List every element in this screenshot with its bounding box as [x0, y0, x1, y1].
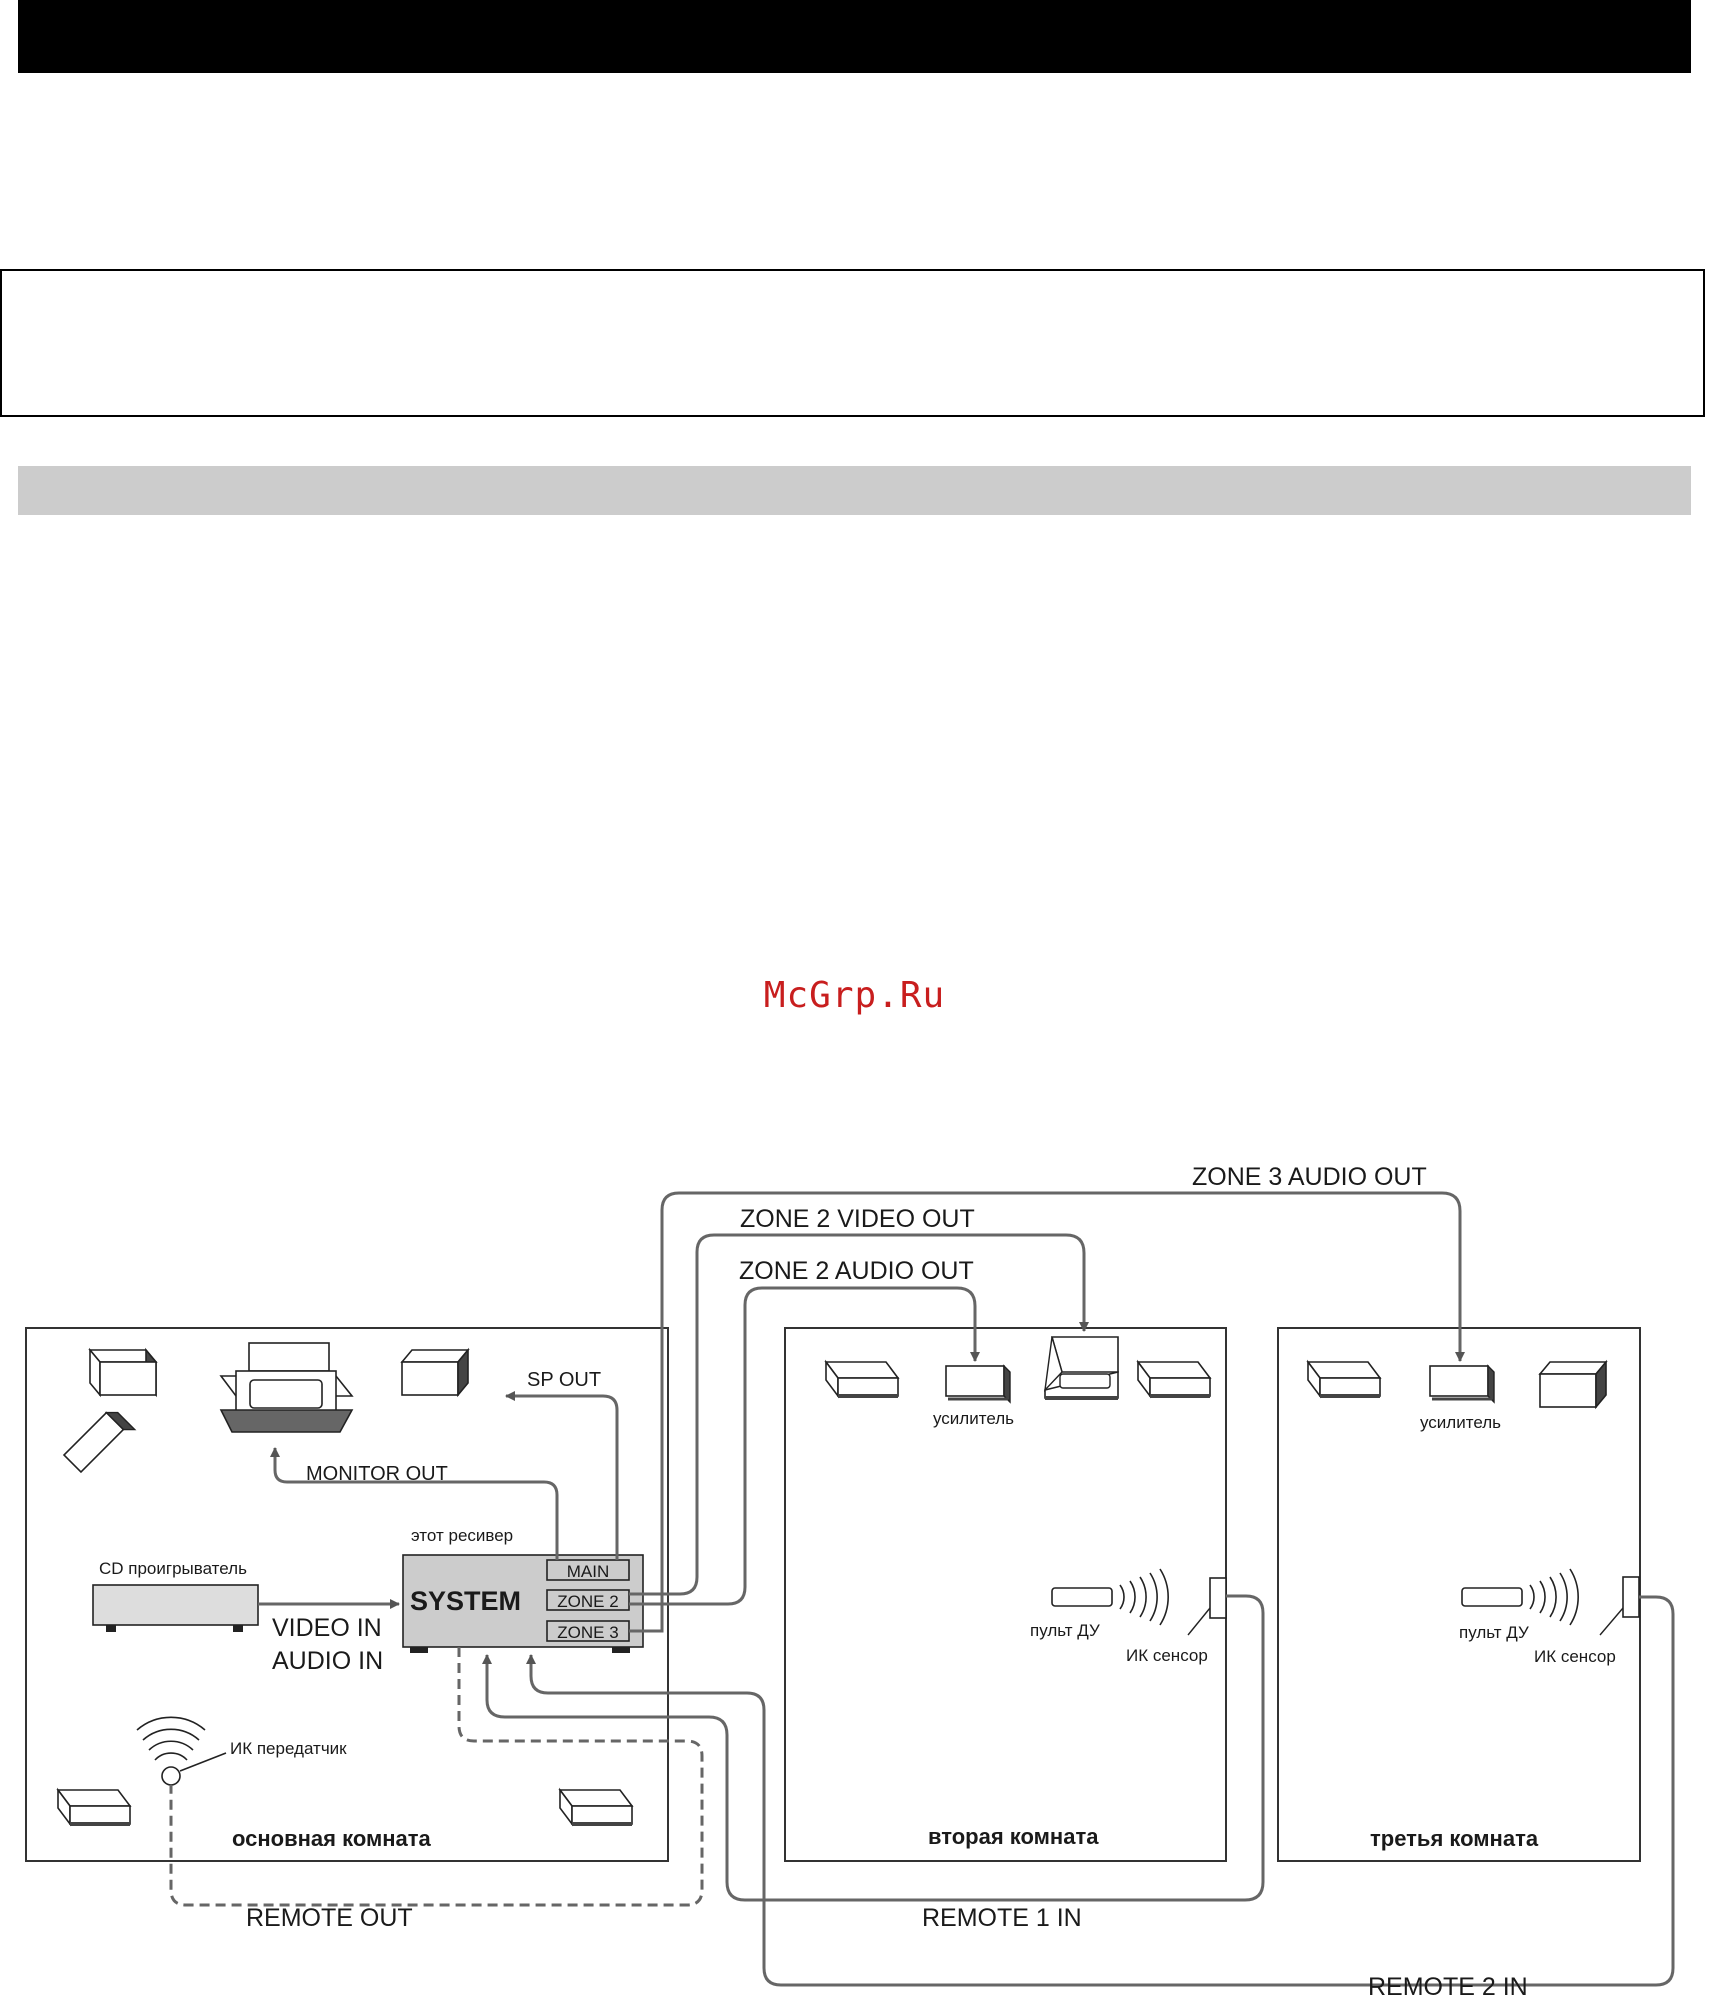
sp-out-cable: [505, 1391, 619, 1560]
ir-transmitter-icon: [136, 1716, 227, 1786]
remote-out-cable: [169, 1647, 704, 1907]
ir-sensor-label-2: ИК сенсор: [1126, 1646, 1208, 1665]
ir-sensor-label-3: ИК сенсор: [1534, 1647, 1616, 1666]
zone2-audio-cable: [629, 1286, 980, 1606]
watermark: McGrp.Ru: [763, 975, 946, 1016]
zone2-label: ZONE 2: [557, 1592, 618, 1611]
zone2-video-out-label: ZONE 2 VIDEO OUT: [740, 1205, 975, 1233]
remote-control-label-3: пульт ДУ: [1459, 1623, 1529, 1642]
speaker-icon: [56, 1788, 132, 1826]
third-room-label: третья комната: [1370, 1826, 1539, 1851]
amplifier-icon: [1428, 1364, 1496, 1404]
note-box: [0, 269, 1705, 417]
remote-out-label: REMOTE OUT: [246, 1904, 413, 1932]
this-receiver-label: этот ресивер: [411, 1526, 513, 1545]
remote-control-icon: [1461, 1568, 1579, 1626]
amplifier-icon: [944, 1364, 1012, 1404]
second-room-label: вторая комната: [928, 1824, 1099, 1849]
monitor-out-label: MONITOR OUT: [306, 1463, 448, 1485]
tv-icon: [219, 1342, 354, 1433]
ir-transmitter-label: ИК передатчик: [230, 1739, 347, 1758]
main-room-label: основная комната: [232, 1826, 432, 1851]
zone3-audio-out-label: ZONE 3 AUDIO OUT: [1192, 1163, 1427, 1191]
cd-player-icon: [92, 1584, 259, 1632]
speaker-icon: [824, 1360, 900, 1398]
audio-in-label: AUDIO IN: [272, 1647, 383, 1675]
system-label: SYSTEM: [410, 1586, 521, 1616]
speaker-icon: [401, 1349, 469, 1396]
remote-2-in-cable: [526, 1595, 1675, 1987]
third-room-box: [1277, 1327, 1641, 1862]
second-room-box: [784, 1327, 1227, 1862]
zone3-label: ZONE 3: [557, 1623, 618, 1642]
speaker-icon: [1306, 1360, 1382, 1398]
tv-icon: [1044, 1336, 1119, 1400]
section-bar: [18, 466, 1691, 515]
remote-1-in-cable: [482, 1594, 1265, 1902]
remote-control-icon: [1051, 1568, 1169, 1626]
connection-diagram: ZONE 3 AUDIO OUT ZONE 2 VIDEO OUT ZONE 2…: [25, 1163, 1675, 1999]
amplifier-label-2: усилитель: [933, 1409, 1014, 1428]
speaker-icon: [62, 1411, 137, 1474]
speaker-icon: [558, 1788, 634, 1826]
receiver-icon: [402, 1554, 644, 1653]
zone2-audio-out-label: ZONE 2 AUDIO OUT: [739, 1257, 974, 1285]
main-label: MAIN: [567, 1562, 610, 1581]
speaker-icon: [1539, 1361, 1607, 1408]
ir-sensor-icon: [1187, 1577, 1227, 1636]
video-in-label: VIDEO IN: [272, 1614, 382, 1642]
sp-out-label: SP OUT: [527, 1369, 601, 1391]
monitor-out-cable: [270, 1447, 559, 1560]
remote-control-label-2: пульт ДУ: [1030, 1621, 1100, 1640]
header-bar: [18, 0, 1691, 73]
amplifier-label-3: усилитель: [1420, 1413, 1501, 1432]
zone2-video-cable: [629, 1233, 1089, 1596]
remote-2-in-label: REMOTE 2 IN: [1368, 1973, 1528, 1999]
cd-player-label: CD проигрыватель: [99, 1559, 247, 1578]
speaker-icon: [1136, 1360, 1212, 1398]
ir-sensor-icon: [1599, 1576, 1640, 1636]
remote-1-in-label: REMOTE 1 IN: [922, 1904, 1082, 1932]
zone3-audio-cable: [629, 1191, 1465, 1633]
speaker-icon: [89, 1349, 157, 1396]
